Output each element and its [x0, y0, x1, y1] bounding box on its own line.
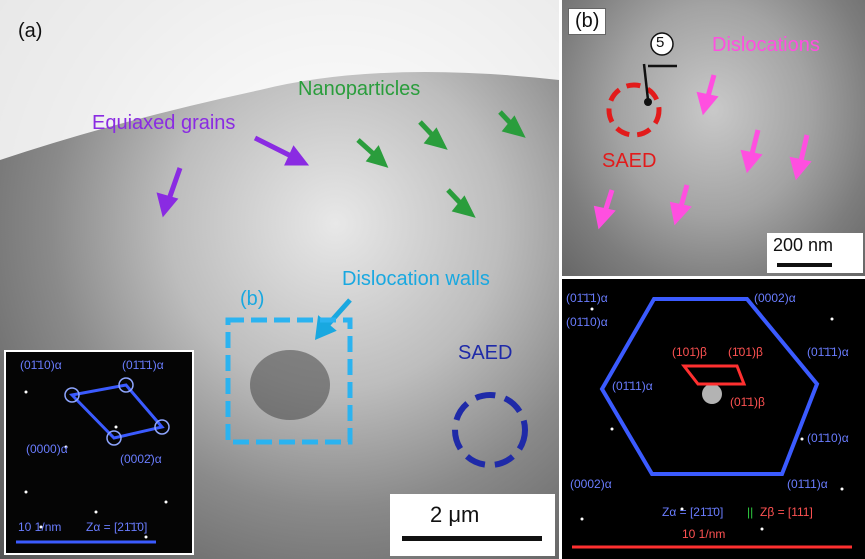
- inset-spots: [24, 390, 168, 539]
- inset-diffraction-a: (01̄10)α (01̄1̄1)α (0000)α (0002̄)α 10 1…: [4, 350, 194, 555]
- saed-label-b: SAED: [602, 150, 657, 172]
- transmitted-beam: [702, 384, 722, 404]
- zone-axis-alpha: Zα = [21̄1̄0]: [662, 505, 724, 519]
- inset-scale-label: 10 1/nm: [18, 520, 62, 534]
- panel-a-letter: (a): [18, 20, 43, 42]
- bright-background: [0, 0, 559, 160]
- dislocation-wall-arrow: [314, 298, 352, 341]
- scale-bar-b: 200 nm: [767, 233, 863, 273]
- dislocation-walls-label: Dislocation walls: [342, 268, 490, 290]
- dislocations-label: Dislocations: [712, 34, 820, 56]
- scale-label-c: 10 1/nm: [682, 527, 726, 541]
- panel-a-micrograph: (a) Nanoparticles Equiaxed grains Disloc…: [0, 0, 559, 559]
- marker-circle: [650, 32, 674, 56]
- scale-line-a: [402, 536, 542, 541]
- inset-spot-bl: (0000)α: [26, 442, 68, 456]
- spot-alpha-8: (01̄11)α: [787, 477, 828, 491]
- marker-dot: [644, 98, 652, 106]
- panel-b-overlay: [593, 32, 812, 230]
- spot-alpha-7: (0002)α: [570, 477, 612, 491]
- saed-circle-b: [606, 82, 662, 138]
- panel-c-pattern: [572, 297, 852, 549]
- marker-number: 5: [656, 34, 665, 51]
- panel-c-diffraction: (01̄1̄1)α (01̄10)α (0002)α (01̄1̄1)α (01…: [562, 279, 865, 559]
- zone-separator: ||: [747, 505, 754, 519]
- spot-beta-1: (101̄)β: [672, 345, 707, 359]
- spot-beta-3: (01̄1)β: [730, 395, 765, 409]
- dislocation-wall-texture: [250, 350, 330, 420]
- saed-label-a: SAED: [458, 342, 513, 364]
- scale-line-b: [777, 263, 832, 267]
- panel-a-overlay: [0, 0, 559, 468]
- spot-alpha-5: (01̄11)α: [612, 379, 653, 393]
- inset-parallelogram: [68, 383, 165, 440]
- box-b-label: (b): [240, 288, 265, 310]
- hexagon-alpha: [599, 297, 820, 476]
- inset-spot-br: (0002̄)α: [120, 452, 162, 466]
- spot-alpha-2: (01̄10)α: [566, 315, 608, 329]
- spot-alpha-3: (0002)α: [754, 291, 796, 305]
- scale-bar-a: 2 μm: [390, 494, 555, 556]
- equiaxed-arrows: [156, 135, 310, 218]
- panel-b-letter: (b): [568, 8, 607, 35]
- spot-alpha-1: (01̄1̄1)α: [566, 291, 608, 305]
- inset-spot-tl: (01̄10)α: [20, 358, 62, 372]
- nanoparticle-arrows: [356, 110, 526, 218]
- inset-zone-axis: Zα = [21̄1̄0]: [86, 520, 148, 534]
- inset-pattern: [16, 377, 170, 544]
- equiaxed-label: Equiaxed grains: [92, 112, 236, 134]
- parallelogram-beta: [680, 364, 747, 386]
- saed-circle: [452, 392, 528, 468]
- dislocation-arrows: [593, 74, 812, 230]
- panel-b-micrograph: (b) 5 Dislocations SAED 200 nm: [562, 0, 865, 276]
- region-b-box: [225, 317, 353, 445]
- scale-label-b: 200 nm: [773, 235, 834, 255]
- nanoparticles-label: Nanoparticles: [298, 78, 421, 100]
- spot-beta-2: (1̄01)β: [728, 345, 763, 359]
- inset-spot-tr: (01̄1̄1)α: [122, 358, 164, 372]
- spot-alpha-4: (01̄1̄1)α: [807, 345, 849, 359]
- spot-alpha-6: (01̄10)α: [807, 431, 849, 445]
- zone-axis-beta: Zβ = [111]: [760, 505, 813, 519]
- marker-line: [642, 63, 650, 101]
- scale-label-a: 2 μm: [430, 502, 480, 527]
